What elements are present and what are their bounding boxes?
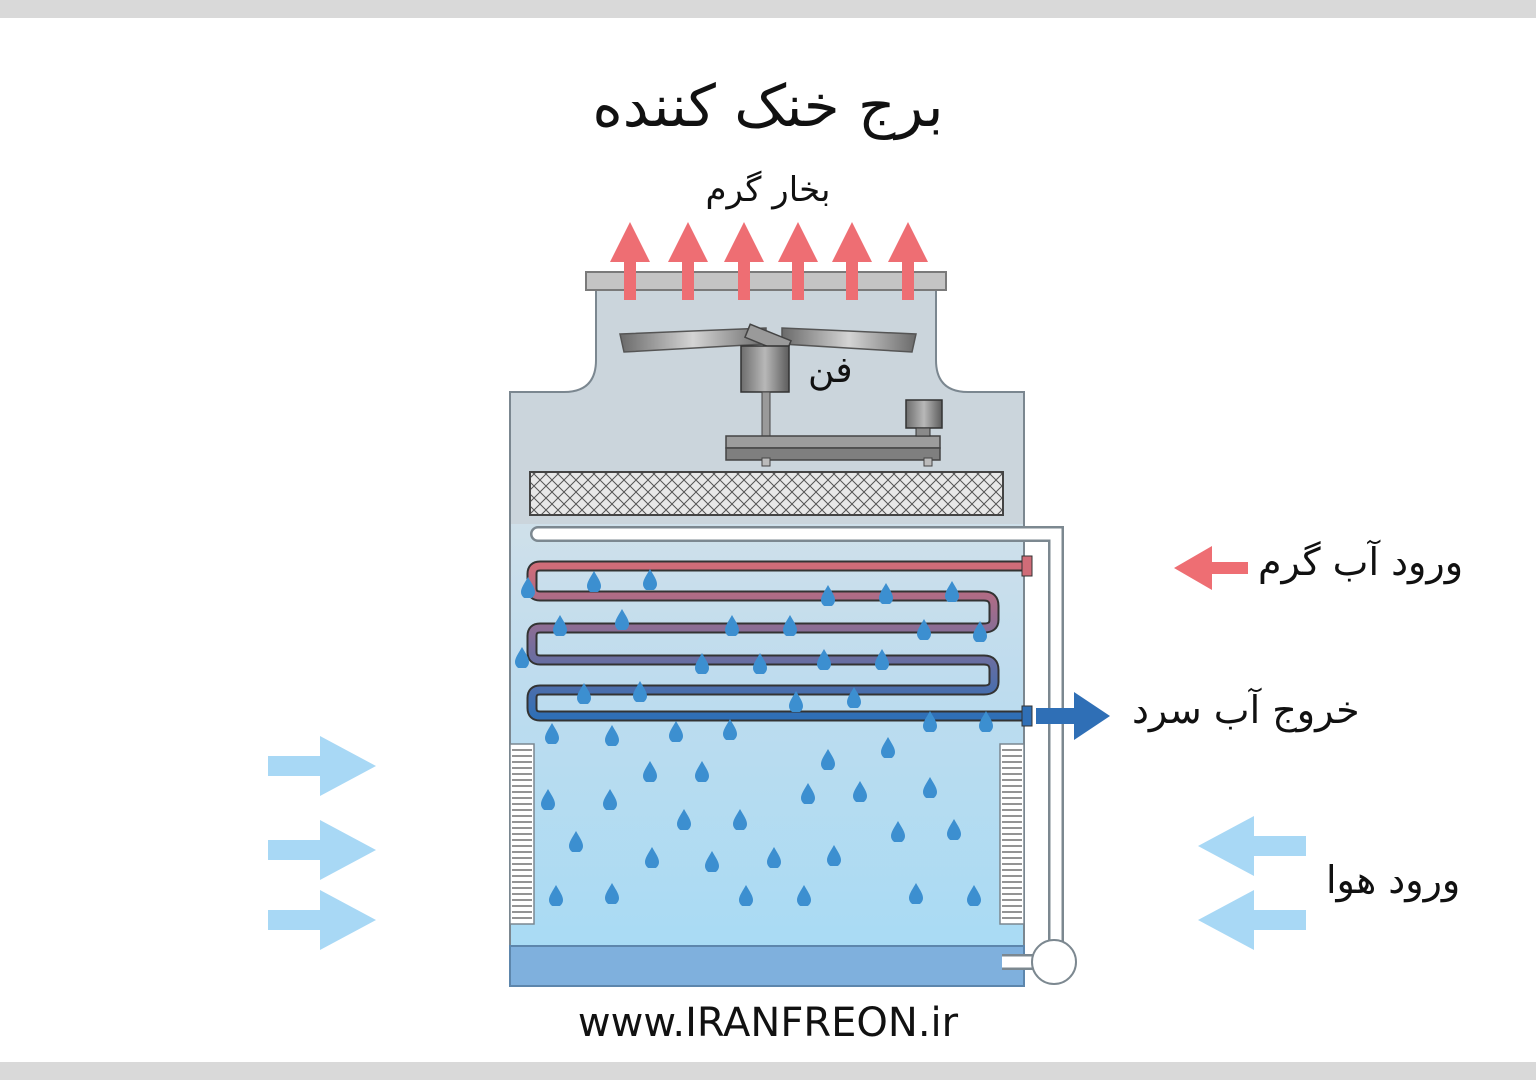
air-arrows-left: [268, 736, 376, 950]
label-hot-water-in: ورود آب گرم: [1258, 540, 1464, 584]
diagram-title: برج خنک کننده: [592, 72, 944, 140]
pump-icon: [1031, 939, 1077, 985]
vapor-arrow-icon: [832, 222, 872, 300]
gear-platform: [725, 435, 941, 449]
drive-motor-icon: [905, 399, 943, 429]
air-arrow-icon: [268, 736, 376, 796]
bottom-frame-band: [0, 1062, 1536, 1080]
tower-top-cap: [585, 271, 947, 291]
label-cold-water-out: خروج آب سرد: [1132, 688, 1360, 732]
vapor-arrow-icon: [668, 222, 708, 300]
vapor-arrow-icon: [888, 222, 928, 300]
vapor-arrow-icon: [724, 222, 764, 300]
fan-shaft: [761, 391, 771, 439]
label-air-in: ورود هوا: [1326, 858, 1461, 902]
vapor-arrow-icon: [610, 222, 650, 300]
air-arrow-icon: [1198, 890, 1306, 950]
water-arrow-icon: [1174, 546, 1248, 590]
top-frame-band: [0, 0, 1536, 18]
fill-media: [529, 471, 1004, 516]
water-basin: [509, 945, 1025, 987]
label-fan: فن: [808, 350, 853, 391]
water-arrow-icon: [1036, 692, 1110, 740]
air-arrows-right: [1198, 816, 1306, 950]
motor-icon: [740, 345, 790, 393]
vapor-arrow-icon: [778, 222, 818, 300]
air-arrow-icon: [268, 820, 376, 880]
air-arrow-icon: [268, 890, 376, 950]
footer-website: www.IRANFREON.ir: [577, 1000, 959, 1046]
air-arrow-icon: [1198, 816, 1306, 876]
vapor-arrows: [610, 222, 928, 300]
label-vapor: بخار گرم: [705, 170, 831, 210]
